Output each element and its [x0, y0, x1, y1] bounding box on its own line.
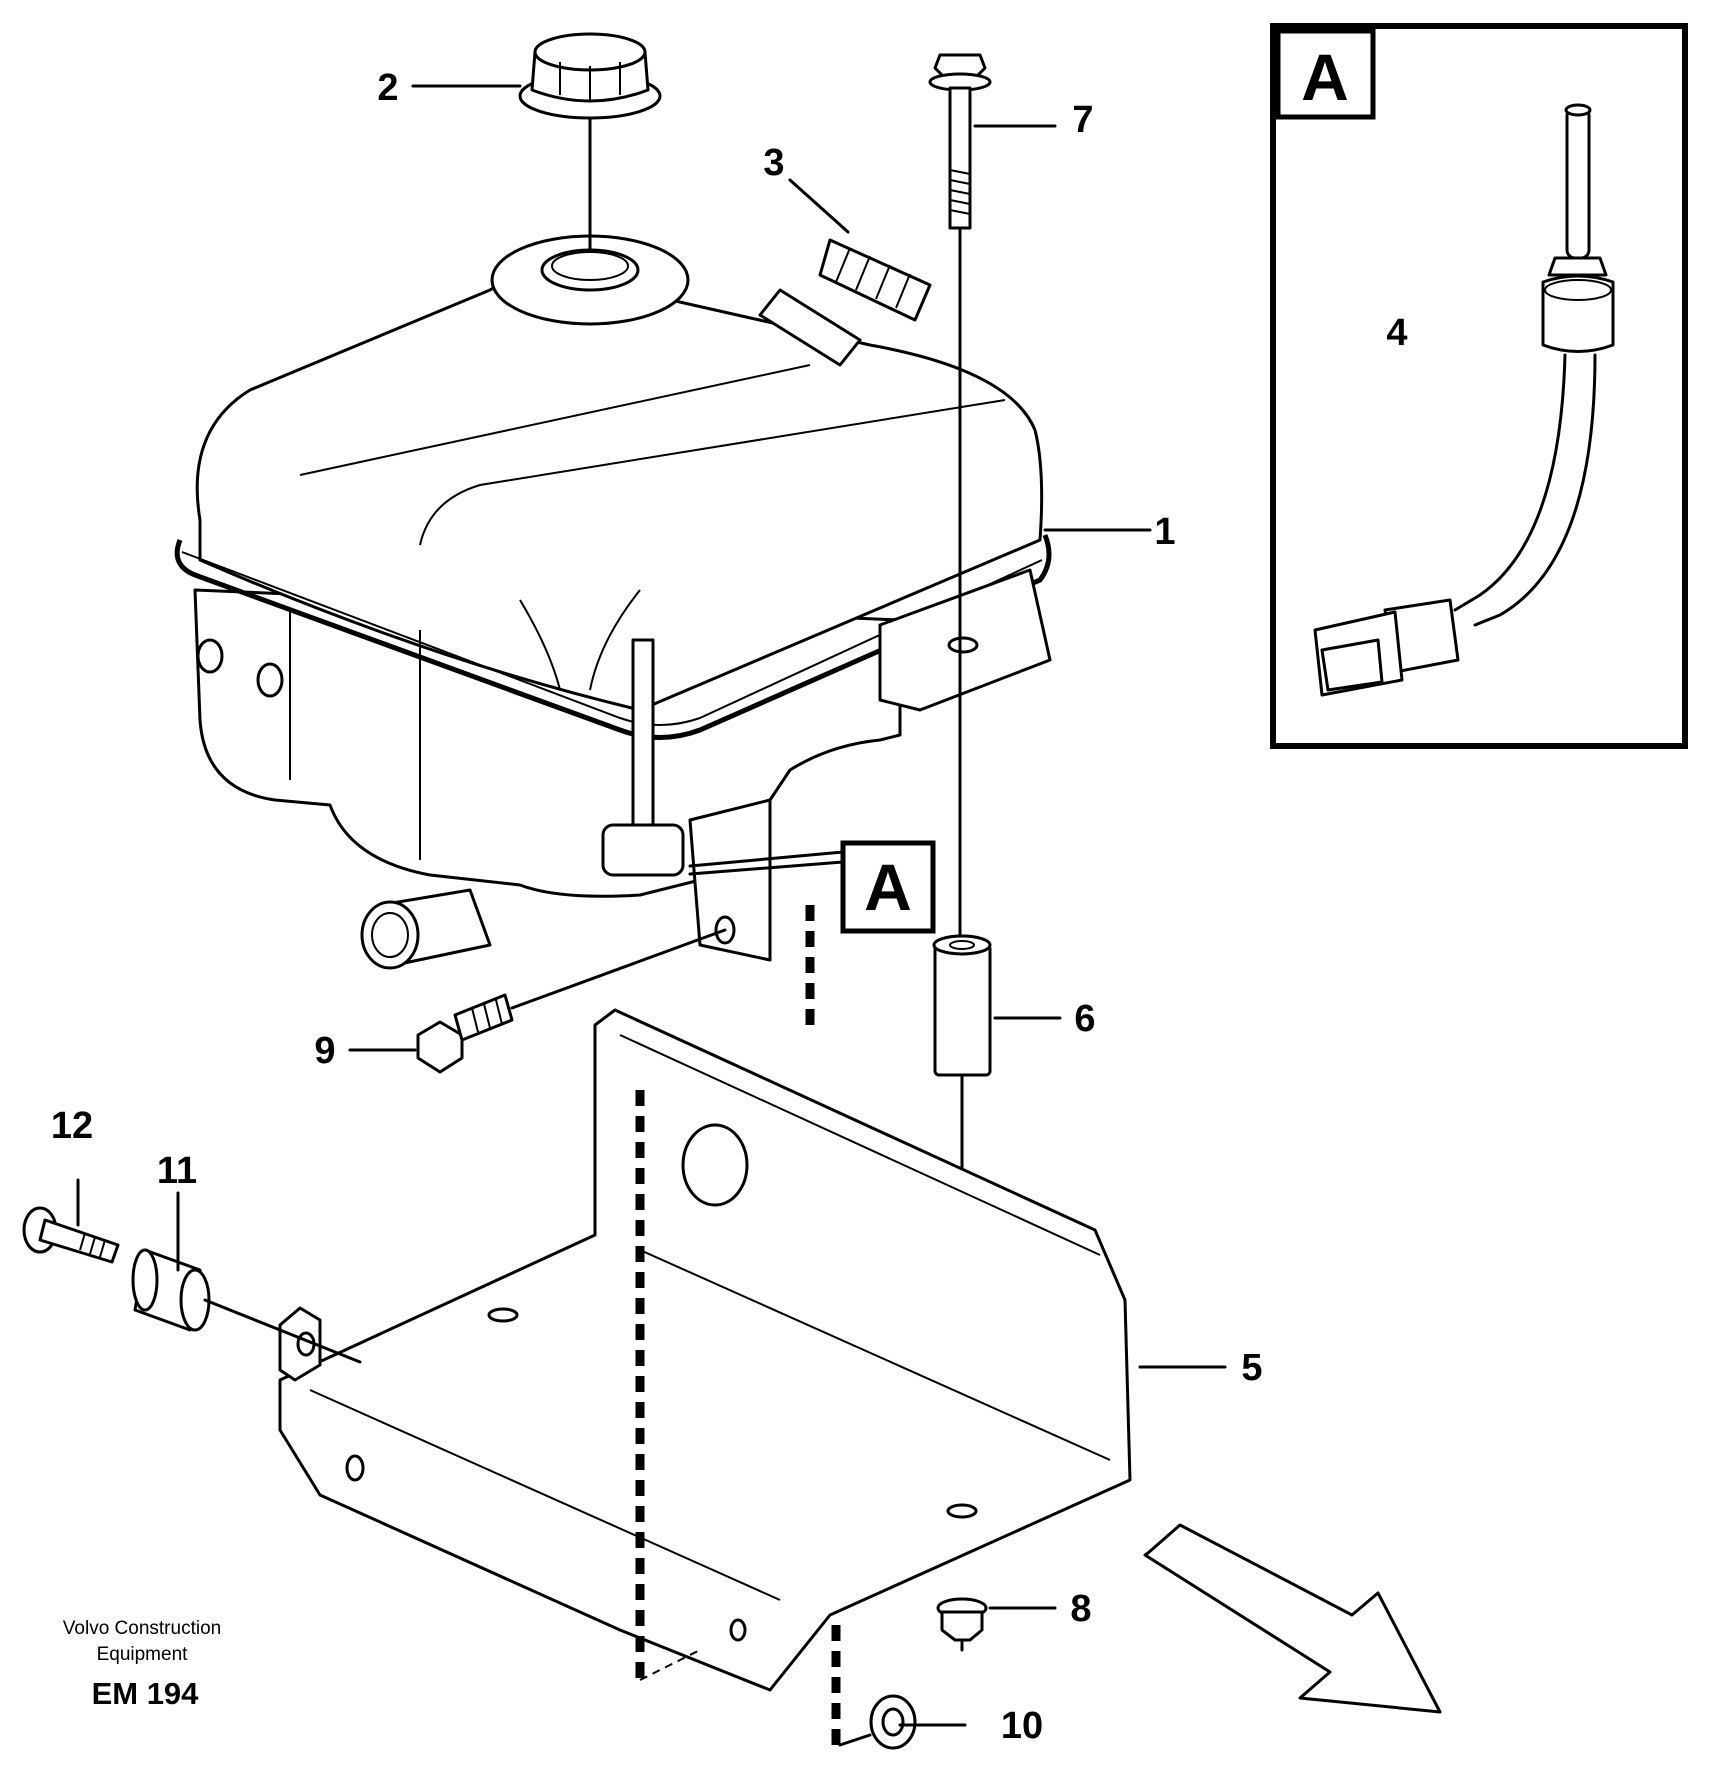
detail-inset-label: A: [1301, 40, 1349, 114]
credit-line-2: Equipment: [97, 1644, 189, 1665]
callout-1: 1: [1154, 511, 1175, 553]
vent-cap: [758, 238, 932, 367]
callout-7: 7: [1072, 99, 1093, 141]
filler-cap: [518, 32, 662, 252]
bolt-12: [22, 1206, 120, 1264]
callout-9: 9: [314, 1030, 335, 1072]
bolt-9: [416, 928, 727, 1074]
figure-code: EM 194: [92, 1676, 200, 1711]
mounting-plate: [278, 1008, 1132, 1692]
washer-10: [838, 1694, 917, 1750]
callout-10: 10: [1001, 1705, 1043, 1747]
direction-arrow-icon: [1143, 1523, 1442, 1714]
expansion-tank: [174, 234, 1052, 970]
callout-3: 3: [763, 142, 784, 184]
credit-line-1: Volvo Construction: [63, 1618, 221, 1639]
detail-reference-box: [840, 840, 936, 934]
bolt-7: [928, 53, 992, 942]
callout-8: 8: [1070, 1588, 1091, 1630]
callout-5: 5: [1241, 1347, 1262, 1389]
spacer-11: [131, 1248, 362, 1364]
callout-11: 11: [157, 1150, 197, 1192]
nut-8: [936, 1597, 988, 1652]
dashed-guides: [635, 905, 841, 1745]
callout-2: 2: [377, 67, 398, 109]
detail-inset: [1270, 23, 1688, 749]
detail-reference-label: A: [864, 850, 912, 924]
callout-12: 12: [51, 1105, 93, 1147]
callout-4: 4: [1386, 312, 1407, 354]
callout-6: 6: [1074, 998, 1095, 1040]
